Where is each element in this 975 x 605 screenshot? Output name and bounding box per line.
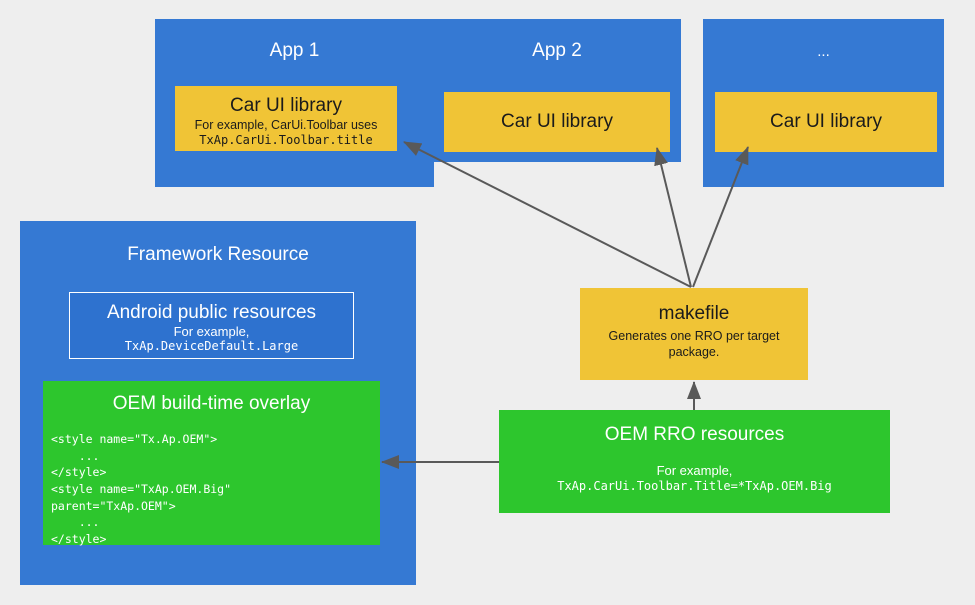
- car-ui-library-title-app-1: Car UI library: [230, 95, 342, 116]
- android-public-resources-title: Android public resources: [106, 302, 317, 323]
- oem-rro-resources-box: OEM RRO resources For example, TxAp.CarU…: [499, 410, 890, 513]
- arrow-makefile-to-app2-library: [654, 147, 692, 288]
- car-ui-library-box-app-1: Car UI library For example, CarUi.Toolba…: [175, 86, 397, 151]
- oem-rro-resources-title: OEM RRO resources: [604, 424, 785, 445]
- android-public-resources-box: Android public resources For example, Tx…: [69, 292, 354, 359]
- oem-build-time-overlay-code: <style name="Tx.Ap.OEM"> ... </style> <s…: [51, 432, 232, 547]
- android-public-resources-subtitle: For example,: [173, 324, 250, 339]
- makefile-subtitle: Generates one RRO per target package.: [608, 329, 780, 360]
- car-ui-library-box-app-2: Car UI library: [444, 92, 670, 152]
- car-ui-library-subtitle-app-1: For example, CarUi.Toolbar uses: [194, 118, 378, 132]
- framework-resource-title: Framework Resource: [127, 244, 309, 265]
- android-public-resources-code: TxAp.DeviceDefault.Large: [124, 339, 299, 353]
- app-title-ellipsis: ...: [817, 43, 830, 60]
- car-ui-library-title-app-2: Car UI library: [501, 111, 613, 132]
- car-ui-library-code-app-1: TxAp.CarUi.Toolbar.title: [199, 133, 373, 147]
- arrow-makefile-to-app1-library: [403, 141, 692, 288]
- oem-rro-resources-code: TxAp.CarUi.Toolbar.Title=*TxAp.OEM.Big: [557, 479, 832, 493]
- makefile-title: makefile: [658, 303, 730, 324]
- app-title-app-1: App 1: [269, 40, 320, 61]
- oem-build-time-overlay-title: OEM build-time overlay: [112, 393, 311, 414]
- makefile-box: makefile Generates one RRO per target pa…: [580, 288, 808, 380]
- oem-build-time-overlay-box: OEM build-time overlay <style name="Tx.A…: [43, 381, 380, 547]
- car-ui-library-title-ellipsis: Car UI library: [770, 111, 882, 132]
- car-ui-library-box-ellipsis: Car UI library: [715, 92, 937, 152]
- oem-rro-resources-subtitle: For example,: [656, 463, 733, 478]
- app-title-app-2: App 2: [532, 40, 582, 61]
